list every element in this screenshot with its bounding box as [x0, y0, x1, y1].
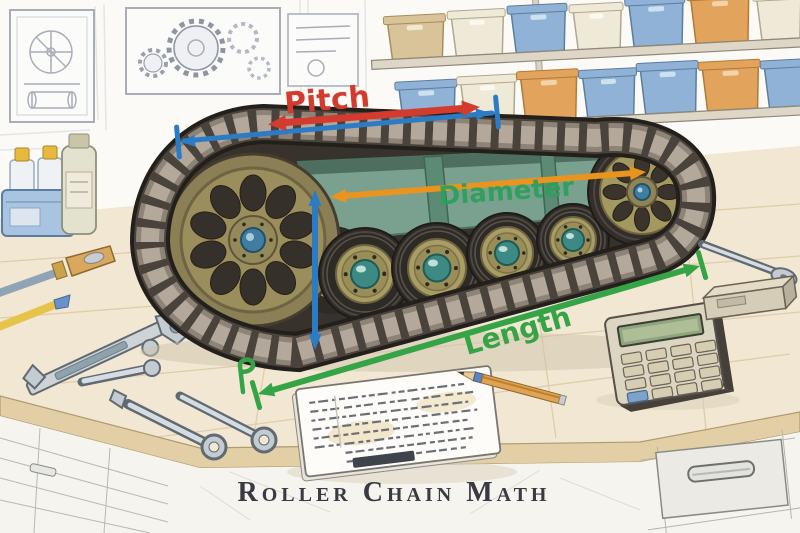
pencil — [456, 371, 567, 406]
wheel-hub — [633, 183, 651, 201]
road-wheel — [318, 227, 412, 321]
bottle-cap — [42, 145, 58, 160]
top-dimension-line — [174, 94, 501, 160]
pitch-dimension-arrow — [268, 100, 480, 131]
storage-bin — [515, 68, 580, 122]
wheel-hub — [422, 253, 452, 283]
page-title: Roller Chain Math — [238, 477, 551, 508]
bottle-cap — [14, 147, 30, 162]
paint-brush — [0, 245, 116, 297]
solvent-bottle — [61, 133, 97, 235]
length-flag-mark — [237, 357, 256, 395]
diameter-height-arrow — [308, 190, 322, 350]
notepad — [291, 365, 502, 482]
wall-frame-sketch — [287, 13, 359, 87]
wrench — [108, 388, 228, 461]
storage-bin — [697, 58, 761, 112]
drive-wheel — [165, 152, 341, 328]
wrench — [175, 391, 278, 454]
arrowhead-right — [461, 100, 480, 117]
idler-wheel — [587, 137, 697, 247]
arrowhead-left — [181, 134, 196, 147]
parts-tray — [1, 145, 75, 237]
arrowhead-right — [629, 166, 646, 181]
storage-bin — [624, 0, 686, 48]
arrowhead-left — [330, 188, 347, 203]
calculator — [604, 302, 735, 412]
wheel-hub — [561, 228, 585, 252]
storage-bin — [506, 2, 568, 54]
bench-front — [0, 416, 800, 533]
storage-bin — [759, 58, 800, 109]
length-arrow — [237, 250, 709, 410]
wheel-hub — [350, 259, 380, 289]
wrench — [77, 359, 161, 387]
road-wheel — [466, 212, 548, 294]
storage-bin — [577, 67, 638, 118]
pitch-label: Pitch — [283, 79, 371, 121]
drawer — [640, 429, 800, 533]
wheel-hub — [494, 240, 520, 266]
arrowhead-left — [258, 382, 276, 397]
title-hatch — [199, 469, 641, 521]
roller-chain-track — [129, 103, 717, 373]
drawers-sketch-left — [0, 427, 169, 533]
wall-frame-pulley — [9, 9, 95, 123]
storage-bin — [685, 0, 752, 45]
notepad-dark-strip — [352, 450, 415, 468]
shelf-board — [370, 36, 800, 71]
wall-frame-gears — [125, 7, 281, 95]
calculator-keys — [620, 339, 723, 404]
arrowhead-right — [475, 108, 490, 121]
storage-bin — [446, 7, 506, 57]
gauge-block — [701, 274, 798, 321]
arrowhead-right — [682, 263, 700, 278]
storage-bin — [382, 13, 446, 61]
storage-bin — [635, 59, 699, 115]
arrowhead-up — [308, 190, 322, 206]
storage-bin — [568, 1, 624, 51]
diameter-arrow — [330, 166, 646, 203]
arrowhead-down — [308, 334, 322, 350]
wheel-hub — [240, 227, 266, 253]
track-tread — [129, 103, 717, 373]
arrowhead-left — [268, 115, 287, 131]
small-pencil — [0, 294, 71, 331]
